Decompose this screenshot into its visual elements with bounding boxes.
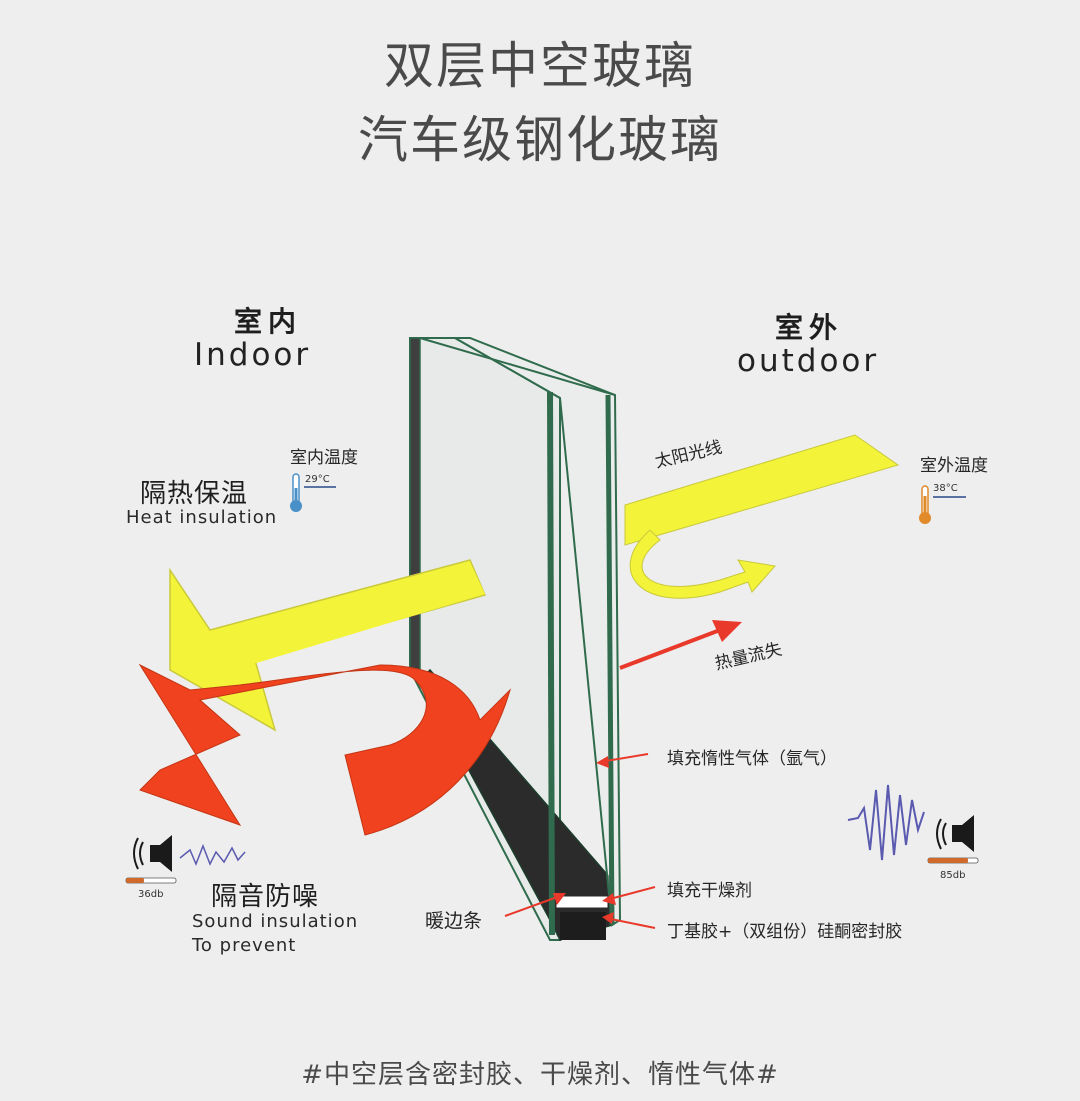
footer-caption: #中空层含密封胶、干燥剂、惰性气体# [301, 1060, 779, 1090]
outdoor-speaker-icon [927, 815, 979, 864]
desiccant-label: 填充干燥剂 [667, 881, 752, 901]
sound-arrow [138, 663, 512, 836]
indoor-temp-label: 室内温度 [290, 448, 358, 468]
outdoor-db-label: 85db [940, 870, 966, 881]
sound-insulation-en-1: Sound insulation [192, 911, 359, 932]
desiccant-strip [555, 895, 609, 909]
reflect-arrow [629, 529, 776, 599]
indoor-en-label: Indoor [194, 337, 312, 373]
indoor-temp-value: 29°C [305, 474, 330, 485]
outdoor-zh-label: 室外 [775, 311, 844, 344]
sealant-label: 丁基胶+（双组份）硅酮密封胶 [667, 922, 903, 942]
inert-gas-label: 填充惰性气体（氩气） [667, 749, 837, 769]
indoor-zh-label: 室内 [234, 305, 303, 338]
outdoor-sound-wave [847, 784, 925, 861]
outdoor-en-label: outdoor [737, 343, 880, 379]
outer-pane-edge [605, 394, 615, 926]
sound-insulation-en-2: To prevent [192, 935, 297, 956]
sunlight-arrow [624, 434, 900, 546]
warm-edge-label: 暖边条 [425, 910, 483, 932]
warm-edge-pointer [504, 895, 561, 917]
title-line-1: 双层中空玻璃 [384, 37, 696, 95]
top-edge [419, 337, 616, 396]
outdoor-temp-label: 室外温度 [920, 456, 988, 476]
middle-pane-edge [547, 391, 555, 936]
outdoor-thermometer-icon [919, 485, 966, 524]
sealant-pointer [605, 917, 656, 929]
outdoor-temp-value: 38°C [933, 483, 958, 494]
title-line-2: 汽车级钢化玻璃 [358, 111, 722, 169]
heat-loss-arrow-line [619, 628, 721, 670]
glass-unit [409, 337, 622, 941]
sound-insulation-zh: 隔音防噪 [211, 882, 320, 912]
heat-insulation-arrow-body [205, 562, 485, 665]
heat-insulation-en: Heat insulation [126, 507, 278, 528]
inner-pane-edge [409, 337, 421, 682]
indoor-thermometer-icon [290, 473, 336, 512]
indoor-speaker-icon [125, 835, 177, 884]
heat-loss-arrowhead [712, 620, 742, 642]
indoor-db-label: 36db [138, 889, 164, 900]
heat-insulation-zh: 隔热保温 [140, 479, 249, 509]
indoor-sound-wave [179, 843, 246, 866]
sealant-strip [560, 912, 606, 940]
